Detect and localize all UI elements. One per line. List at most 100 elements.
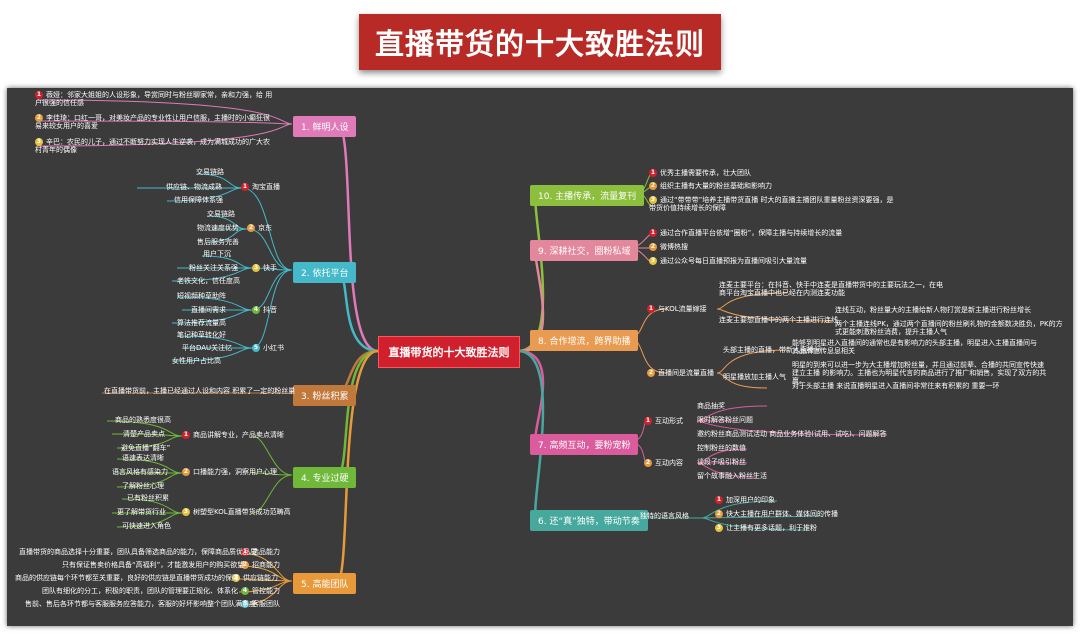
number-2-icon: 2	[35, 114, 43, 122]
b6-group: 独特的语言风格	[640, 512, 689, 520]
b8-g2-item: 头部主播的直播，带新人直播间	[723, 346, 821, 354]
b7-g1-item: 邀约粉丝商品测试活动 商品业务体验(试用、试吃)、问题解答	[697, 430, 887, 438]
b7-g1-item: 限时解答粉丝问题	[697, 416, 753, 424]
number-1-icon: 1	[644, 417, 652, 425]
b5-desc: 团队有细化的分工，积极的职责，团队的管理要正规化、体系化	[42, 587, 238, 595]
b4-g2-item: 语速表达清晰	[122, 454, 164, 462]
b2-taobao-item: 供应链、物流成熟	[166, 183, 222, 191]
b2-douyin-item: 算法推荐流量高	[177, 319, 226, 327]
b7-g2-item: 留个故事融入粉丝生活	[697, 472, 767, 480]
branch-9-social[interactable]: 9. 深耕社交，圈粉私域	[530, 240, 639, 261]
number-2-icon: 2	[644, 459, 652, 467]
b5-desc: 商品的供应链每个环节都至关重要，良好的供应链是直播带货成功的保障	[15, 574, 239, 582]
number-4-icon: 4	[252, 306, 260, 314]
branch-10-succession[interactable]: 10. 主播传承，流量复刊	[530, 185, 645, 206]
b5-desc: 售前、售后各环节都与客服服务应答能力，客服的好坏影响整个团队满意度	[25, 600, 256, 608]
b4-g3-item: 更了解带货行业	[117, 508, 166, 516]
branch-8-cooperation[interactable]: 8. 合作增流，跨界助播	[530, 330, 639, 351]
b2-xhs-item: 女性用户占比高	[172, 357, 221, 365]
b8-g1-subitem: 两个主播连线PK，通过两个直播间的粉丝刷礼物的金额数决胜负，PK的方式更能刺激粉…	[835, 320, 1063, 337]
number-3-icon: 3	[715, 524, 723, 532]
b2-xhs-item: 平台DAU关注忆	[182, 344, 233, 352]
number-1-icon: 1	[241, 183, 249, 191]
branch-7-interaction[interactable]: 7. 高频互动，要粉宠粉	[530, 434, 639, 455]
number-2-icon: 2	[715, 510, 723, 518]
b2-taobao-item: 交易链路	[196, 168, 224, 176]
b4-g1-item: 商品的熟悉度很高	[115, 416, 171, 424]
page-title: 直播带货的十大致胜法则	[359, 14, 721, 70]
b2-taobao-item: 信用保障体系强	[174, 196, 223, 204]
number-2-icon: 2	[182, 468, 190, 476]
central-topic[interactable]: 直播带货的十大致胜法则	[378, 336, 520, 368]
b7-g1-item: 商品抽奖	[697, 402, 725, 410]
number-2-icon: 2	[647, 369, 655, 377]
number-1-icon: 1	[649, 229, 657, 237]
b2-xhs-item: 笔记种草转化好	[177, 331, 226, 339]
number-3-icon: 3	[649, 196, 657, 204]
number-3-icon: 3	[35, 138, 43, 146]
number-5-icon: 5	[241, 600, 249, 608]
branch-5-team[interactable]: 5. 高能团队	[293, 573, 357, 594]
b8-g1-item: 连麦主要平台：在抖音、快手中连麦是直播带货中的主要玩法之一，在电商平台淘宝直播中…	[719, 281, 943, 298]
b2-jd-item: 物流速度优势	[197, 224, 239, 232]
b2-jd-item: 交易链路	[207, 210, 235, 218]
b4-g3-item: 可快速进入角色	[122, 522, 171, 530]
number-1-icon: 1	[647, 305, 655, 313]
b2-jd-item: 售后服务完善	[197, 238, 239, 246]
b8-g2-item: 明星播放加主播人气	[723, 373, 786, 381]
number-2-icon: 2	[241, 561, 249, 569]
connector-lines	[36, 99, 888, 606]
number-2-icon: 2	[649, 182, 657, 190]
number-1-icon: 1	[649, 169, 657, 177]
b8-g2-subitem: 对于头部主播 来说直播明星进入直播间非常往来有积累的 重要一环	[792, 382, 1000, 390]
number-3-icon: 3	[649, 257, 657, 265]
b4-g1-item: 避免直播“翻车”	[121, 444, 171, 452]
number-4-icon: 4	[241, 587, 249, 595]
branch-6-unique[interactable]: 6. 还“真”独特，带动节奏	[530, 510, 648, 531]
branch-3-fans[interactable]: 3. 粉丝积累	[293, 385, 357, 406]
b8-g1-item: 连麦主要想直播中的两个主播进行连线	[719, 316, 838, 324]
b2-kuaishou-item: 粉丝关注关系强	[189, 264, 238, 272]
b2-douyin-item: 短视频种草助阵	[177, 292, 226, 300]
b4-g3-item: 已有粉丝积累	[127, 494, 169, 502]
number-1-icon: 1	[715, 496, 723, 504]
b3-item: 在直播带货前，主播已经通过人设和内容 积累了一定的粉丝量	[104, 387, 296, 395]
b7-g2-item: 控制粉丝的数值	[697, 444, 746, 452]
b2-kuaishou-item: 用户下沉	[203, 250, 231, 258]
b4-g2-item: 了解粉丝心理	[122, 482, 164, 490]
b8-g1-subitem: 连线互动，粉丝量大的主播给新人物打赏是新主播进行粉丝增长	[835, 306, 1031, 314]
b7-g2-item: 谈段子吸引粉丝	[697, 458, 746, 466]
branch-2-platform[interactable]: 2. 依托平台	[293, 262, 357, 283]
number-3-icon: 3	[252, 264, 260, 272]
number-2-icon: 2	[247, 224, 255, 232]
branch-1-persona[interactable]: 1. 鲜明人设	[293, 116, 357, 137]
number-2-icon: 2	[649, 243, 657, 251]
branch-4-professional[interactable]: 4. 专业过硬	[293, 467, 357, 488]
